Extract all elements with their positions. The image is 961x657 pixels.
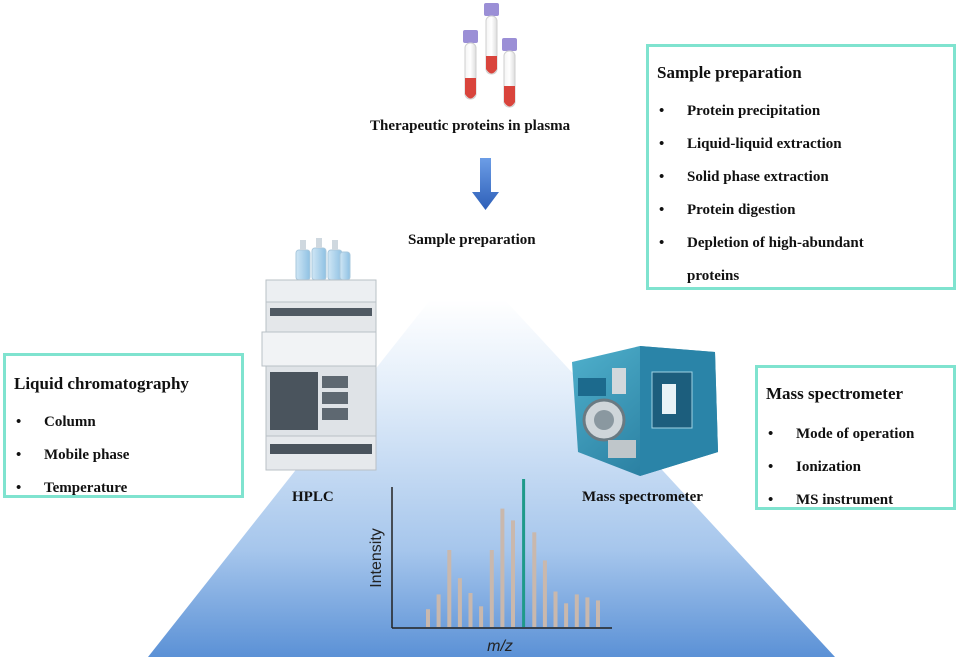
spectrum-peak xyxy=(489,550,494,627)
mass-spectrometer-list: Mode of operationIonizationMS instrument xyxy=(758,418,953,517)
spectrum-peak xyxy=(468,593,473,627)
spectrum-peak xyxy=(564,603,569,627)
mass-spectrometer-title: Mass spectrometer xyxy=(766,384,904,403)
liquid-chromatography-box: Liquid chromatography ColumnMobile phase… xyxy=(3,353,244,505)
spectrum-peak-highlight xyxy=(522,479,526,627)
down-arrow-icon xyxy=(472,158,499,210)
source-label: Therapeutic proteins in plasma xyxy=(370,118,571,134)
list-item: Column xyxy=(6,406,241,439)
list-item: Temperature xyxy=(6,472,241,505)
spectrum-peak xyxy=(574,594,579,627)
flow-step-label: Sample preparation xyxy=(408,232,536,248)
list-item: MS instrument xyxy=(758,484,953,517)
mass-spectrum-plot: Intensity m/z xyxy=(368,479,612,655)
mass-spectrometer-label: Mass spectrometer xyxy=(582,489,703,505)
liquid-chromatography-list: ColumnMobile phaseTemperature xyxy=(6,406,241,505)
list-item: Solid phase extraction xyxy=(649,161,953,194)
mass-spectrometer-box: Mass spectrometer Mode of operationIoniz… xyxy=(755,365,956,517)
list-item: Liquid-liquid extraction xyxy=(649,128,953,161)
spectrum-peak xyxy=(553,591,558,627)
list-item: Mobile phase xyxy=(6,439,241,472)
mass-spectrometer-instrument-icon xyxy=(572,346,718,476)
spectrum-peak xyxy=(511,520,515,627)
liquid-chromatography-title: Liquid chromatography xyxy=(14,374,189,393)
spectrum-peak xyxy=(479,606,484,627)
plasma-tubes-icon xyxy=(463,3,517,108)
spectrum-peak xyxy=(585,597,590,627)
spectrum-peak xyxy=(436,594,441,627)
hplc-label: HPLC xyxy=(292,489,334,505)
list-item: Mode of operation xyxy=(758,418,953,451)
sample-preparation-title: Sample preparation xyxy=(657,63,802,82)
spectrum-peak xyxy=(542,560,547,627)
spectrum-peak xyxy=(447,550,452,627)
sample-preparation-box: Sample preparation Protein precipitation… xyxy=(646,44,956,290)
spectrum-peak xyxy=(426,609,430,627)
list-item: proteins xyxy=(687,268,740,284)
sample-preparation-list: Protein precipitationLiquid-liquid extra… xyxy=(649,95,953,293)
list-item: Depletion of high-abundant xyxy=(649,227,953,260)
list-item: Protein digestion xyxy=(649,194,953,227)
spectrum-peak xyxy=(500,508,505,627)
light-cone xyxy=(148,300,835,657)
spectrum-ylabel: Intensity xyxy=(368,528,385,588)
list-item: Protein precipitation xyxy=(649,95,953,128)
spectrum-xlabel: m/z xyxy=(487,638,513,655)
hplc-instrument-icon xyxy=(261,238,377,471)
spectrum-peak xyxy=(532,532,537,627)
list-item: Ionization xyxy=(758,451,953,484)
spectrum-peaks xyxy=(426,479,600,627)
spectrum-peak xyxy=(457,578,462,627)
spectrum-peak xyxy=(596,600,600,627)
